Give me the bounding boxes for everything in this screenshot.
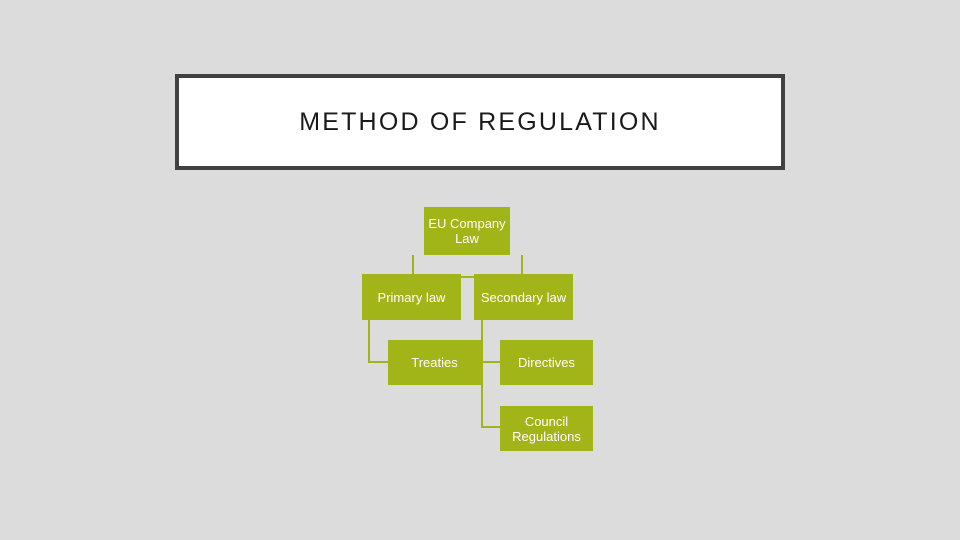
node-primary-law[interactable]: Primary law <box>362 274 461 320</box>
node-treaties-label: Treaties <box>411 355 458 370</box>
connector-secondary-to-council <box>481 320 500 428</box>
page-title: METHOD OF REGULATION <box>299 107 661 136</box>
node-council-regulations[interactable]: Council Regulations <box>500 406 593 451</box>
node-directives-label: Directives <box>517 355 576 370</box>
node-council-regulations-label: Council Regulations <box>512 413 581 444</box>
node-secondary-law[interactable]: Secondary law <box>474 274 573 320</box>
connector-primary-to-treaties <box>368 320 398 363</box>
node-secondary-law-label: Secondary law <box>480 289 567 305</box>
node-primary-law-label: Primary law <box>377 289 446 305</box>
node-treaties[interactable]: Treaties <box>388 340 481 385</box>
title-box: METHOD OF REGULATION <box>175 74 785 170</box>
node-directives[interactable]: Directives <box>500 340 593 385</box>
node-eu-company-law-label: EU Company Law <box>428 216 506 246</box>
node-eu-company-law[interactable]: EU Company Law <box>424 207 510 255</box>
